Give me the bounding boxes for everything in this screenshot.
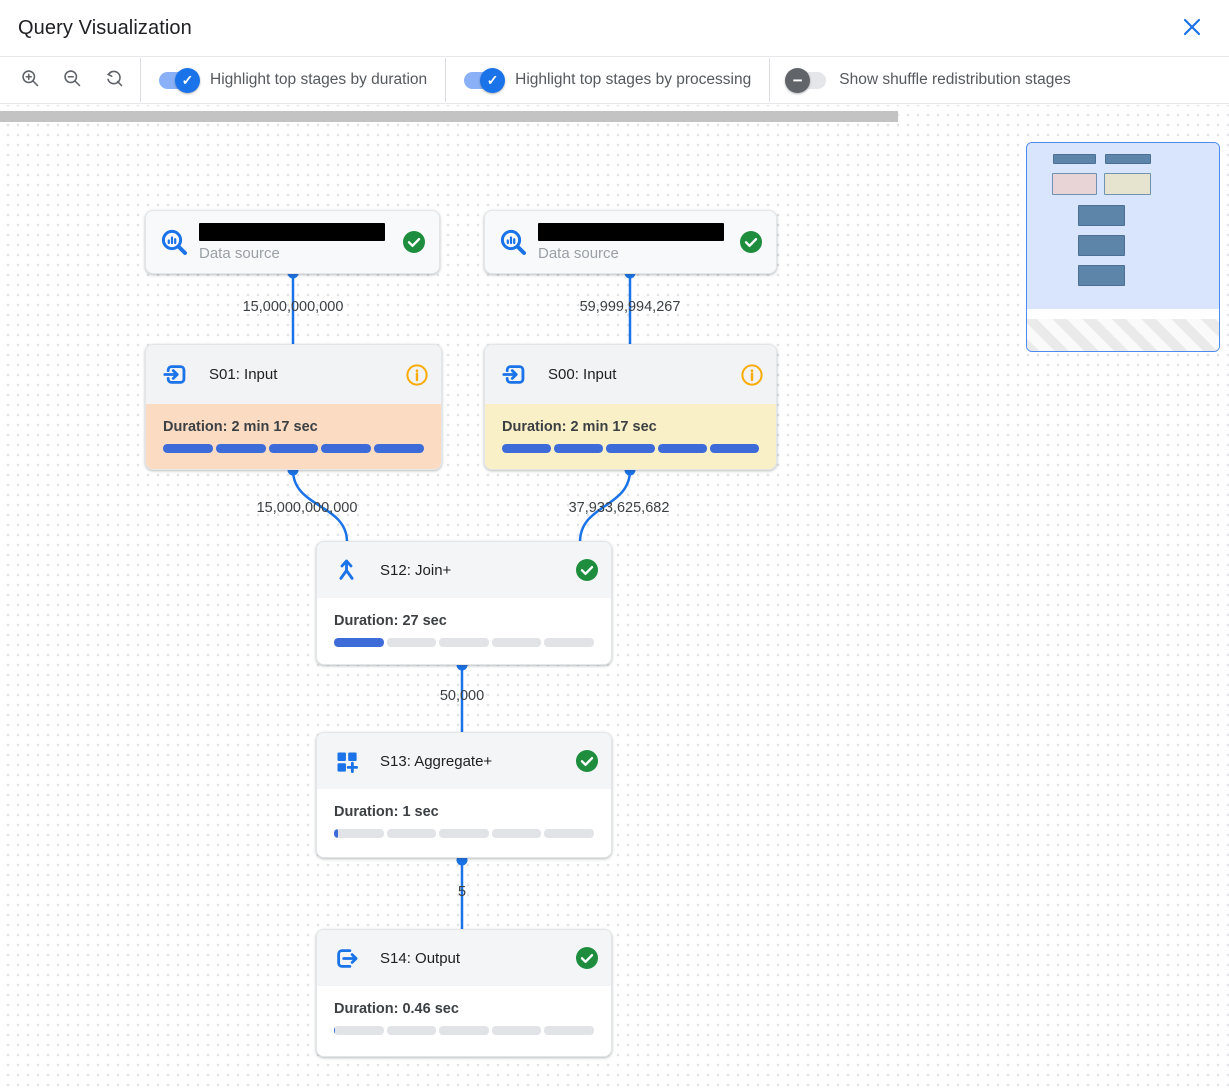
edge-row-count: 5 — [457, 884, 467, 900]
duration-label: Duration: 27 sec — [334, 613, 447, 629]
data-source-search-icon — [159, 227, 189, 257]
toolbar-divider — [140, 58, 141, 102]
info-icon[interactable] — [406, 363, 428, 386]
input-icon — [501, 361, 528, 388]
completed-check-icon — [576, 947, 598, 969]
stage-node-s00[interactable]: S00: Input Duration: 2 min 17 sec — [484, 344, 777, 470]
zoom-out-icon — [62, 68, 83, 92]
zoom-in-button[interactable] — [14, 64, 46, 96]
zoom-in-icon — [20, 68, 41, 92]
toggle-thumb-minus-icon — [785, 67, 811, 93]
edge-row-count: 50,000 — [439, 688, 485, 704]
edge-row-count: 37,933,625,682 — [568, 500, 670, 516]
stage-duration-section: Duration: 2 min 17 sec — [485, 404, 776, 469]
toggle-group-processing: Highlight top stages by processing — [446, 57, 769, 103]
zoom-reset-button[interactable] — [98, 64, 130, 96]
data-source-node-1[interactable]: Data source — [145, 210, 440, 274]
toggle-group-duration: Highlight top stages by duration — [141, 57, 445, 103]
toggle-group-shuffle: Show shuffle redistribution stages — [770, 57, 1089, 103]
toggle-thumb-check-icon — [175, 67, 200, 93]
aggregate-icon — [333, 748, 360, 775]
stage-title: S14: Output — [380, 949, 461, 967]
stage-node-s12[interactable]: S12: Join+ Duration: 27 sec — [316, 541, 612, 665]
zoom-controls — [0, 57, 140, 103]
stage-title: S13: Aggregate+ — [380, 752, 493, 770]
stage-node-s01[interactable]: S01: Input Duration: 2 min 17 sec — [145, 344, 442, 470]
minimap-node-s00 — [1104, 173, 1151, 195]
toolbar-divider — [769, 58, 771, 102]
data-source-node-2[interactable]: Data source — [484, 210, 777, 274]
graph-canvas[interactable]: 15,000,000,000 59,999,994,267 15,000,000… — [0, 105, 1229, 1090]
toolbar: Highlight top stages by duration Highlig… — [0, 57, 1229, 104]
highlight-processing-label: Highlight top stages by processing — [515, 71, 752, 88]
duration-label: Duration: 1 sec — [334, 804, 439, 820]
data-source-label: Data source — [538, 244, 619, 262]
minimap[interactable] — [1026, 142, 1220, 352]
duration-progress-bar — [334, 638, 594, 647]
redacted-table-name — [538, 222, 724, 241]
horizontal-scrollbar[interactable] — [0, 111, 898, 122]
join-icon — [333, 557, 360, 584]
stage-title: S01: Input — [209, 366, 278, 383]
stage-duration-section: Duration: 0.46 sec — [317, 986, 611, 1056]
close-icon — [1182, 17, 1202, 40]
toggle-thumb-check-icon — [480, 67, 506, 93]
duration-label: Duration: 0.46 sec — [334, 1001, 459, 1017]
toolbar-divider — [445, 58, 447, 102]
minimap-node-data-source-2 — [1105, 154, 1151, 164]
close-button[interactable] — [1177, 13, 1207, 43]
show-shuffle-label: Show shuffle redistribution stages — [839, 71, 1071, 88]
highlight-processing-toggle[interactable] — [464, 67, 506, 93]
input-icon — [162, 361, 189, 388]
completed-check-icon — [576, 559, 598, 581]
zoom-reset-icon — [104, 68, 125, 92]
completed-check-icon — [403, 231, 425, 253]
edge-row-count: 59,999,994,267 — [579, 299, 681, 315]
completed-check-icon — [576, 750, 598, 772]
stage-node-s14[interactable]: S14: Output Duration: 0.46 sec — [316, 929, 612, 1057]
output-icon — [333, 945, 360, 972]
edge-row-count: 15,000,000,000 — [256, 500, 358, 516]
duration-label: Duration: 2 min 17 sec — [163, 419, 318, 435]
highlight-duration-toggle[interactable] — [159, 67, 200, 93]
edge-row-count: 15,000,000,000 — [242, 299, 344, 315]
stage-duration-section: Duration: 1 sec — [317, 789, 611, 857]
data-source-search-icon — [498, 227, 528, 257]
duration-progress-bar — [334, 1026, 594, 1035]
duration-label: Duration: 2 min 17 sec — [502, 419, 657, 435]
minimap-node-s14 — [1078, 265, 1125, 286]
show-shuffle-toggle[interactable] — [785, 67, 827, 93]
duration-progress-bar — [502, 444, 759, 453]
minimap-node-data-source-1 — [1053, 154, 1096, 164]
zoom-out-button[interactable] — [56, 64, 88, 96]
stage-duration-section: Duration: 2 min 17 sec — [146, 404, 441, 469]
stage-duration-section: Duration: 27 sec — [317, 598, 611, 664]
dialog-header: Query Visualization — [0, 0, 1229, 57]
stage-node-s13[interactable]: S13: Aggregate+ Duration: 1 sec — [316, 732, 612, 858]
completed-check-icon — [740, 231, 762, 253]
data-source-label: Data source — [199, 244, 280, 262]
stage-title: S12: Join+ — [380, 561, 452, 579]
duration-progress-bar — [163, 444, 424, 453]
minimap-node-s13 — [1078, 235, 1125, 256]
highlight-duration-label: Highlight top stages by duration — [210, 71, 428, 88]
info-icon[interactable] — [741, 363, 763, 386]
page-title: Query Visualization — [18, 16, 192, 39]
duration-progress-bar — [334, 829, 594, 838]
minimap-node-s01 — [1052, 173, 1097, 195]
minimap-out-of-view-area — [1027, 319, 1219, 351]
redacted-table-name — [199, 222, 385, 241]
minimap-node-s12 — [1078, 205, 1125, 226]
stage-title: S00: Input — [548, 366, 617, 383]
